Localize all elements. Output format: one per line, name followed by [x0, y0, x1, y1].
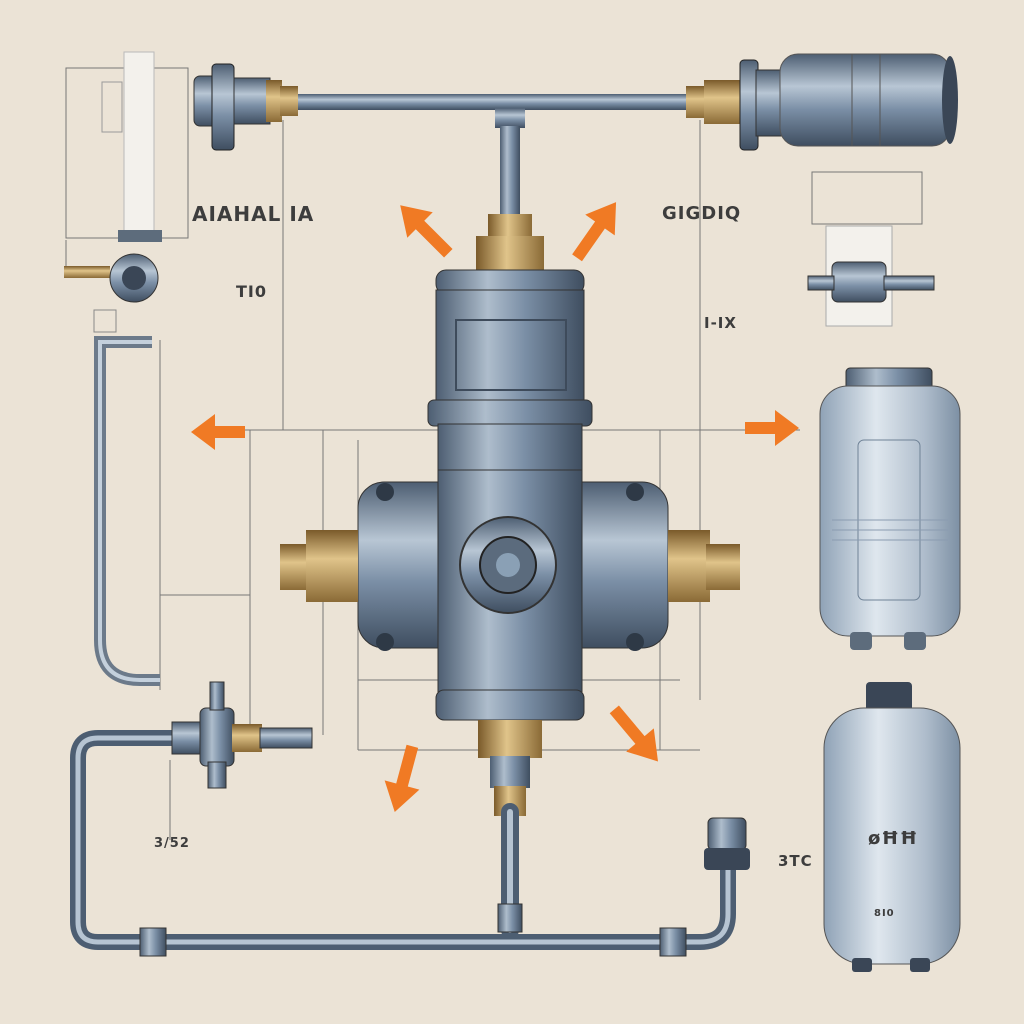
left-u-pipe [93, 309, 160, 686]
flow-arrow-icon [400, 205, 453, 258]
tank-small-label: 8I0 [874, 908, 895, 919]
flow-arrow-icon [191, 414, 245, 450]
label-right-small: I-IX [704, 314, 737, 332]
top-pipe [290, 94, 690, 216]
bottom-pipe-loop [70, 730, 736, 957]
flow-arrow-icon [384, 744, 420, 813]
label-bottom-right: 3TC [778, 852, 813, 870]
bottom-right-tap [704, 817, 750, 870]
flow-arrow-icon [609, 705, 658, 762]
top-right-valve [686, 53, 958, 151]
label-top-right: GIGDIQ [662, 203, 742, 224]
flow-arrows [191, 202, 799, 813]
central-filter [280, 214, 740, 816]
flow-arrow-icon [572, 202, 617, 262]
left-glass-column [101, 51, 162, 242]
right-lower-tank [823, 682, 961, 972]
label-left-small: TI0 [236, 282, 267, 301]
label-top-left: AIAHAL IA [192, 202, 315, 226]
flow-arrow-icon [745, 410, 799, 446]
tank-label: øĦĦ [868, 828, 919, 849]
bottom-left-valve [171, 681, 313, 789]
top-left-valve [193, 63, 298, 151]
label-bottom-left: 3/52 [154, 836, 190, 851]
right-upper-tank [819, 367, 961, 650]
left-small-fitting [64, 253, 159, 303]
right-top-valve [807, 225, 935, 327]
